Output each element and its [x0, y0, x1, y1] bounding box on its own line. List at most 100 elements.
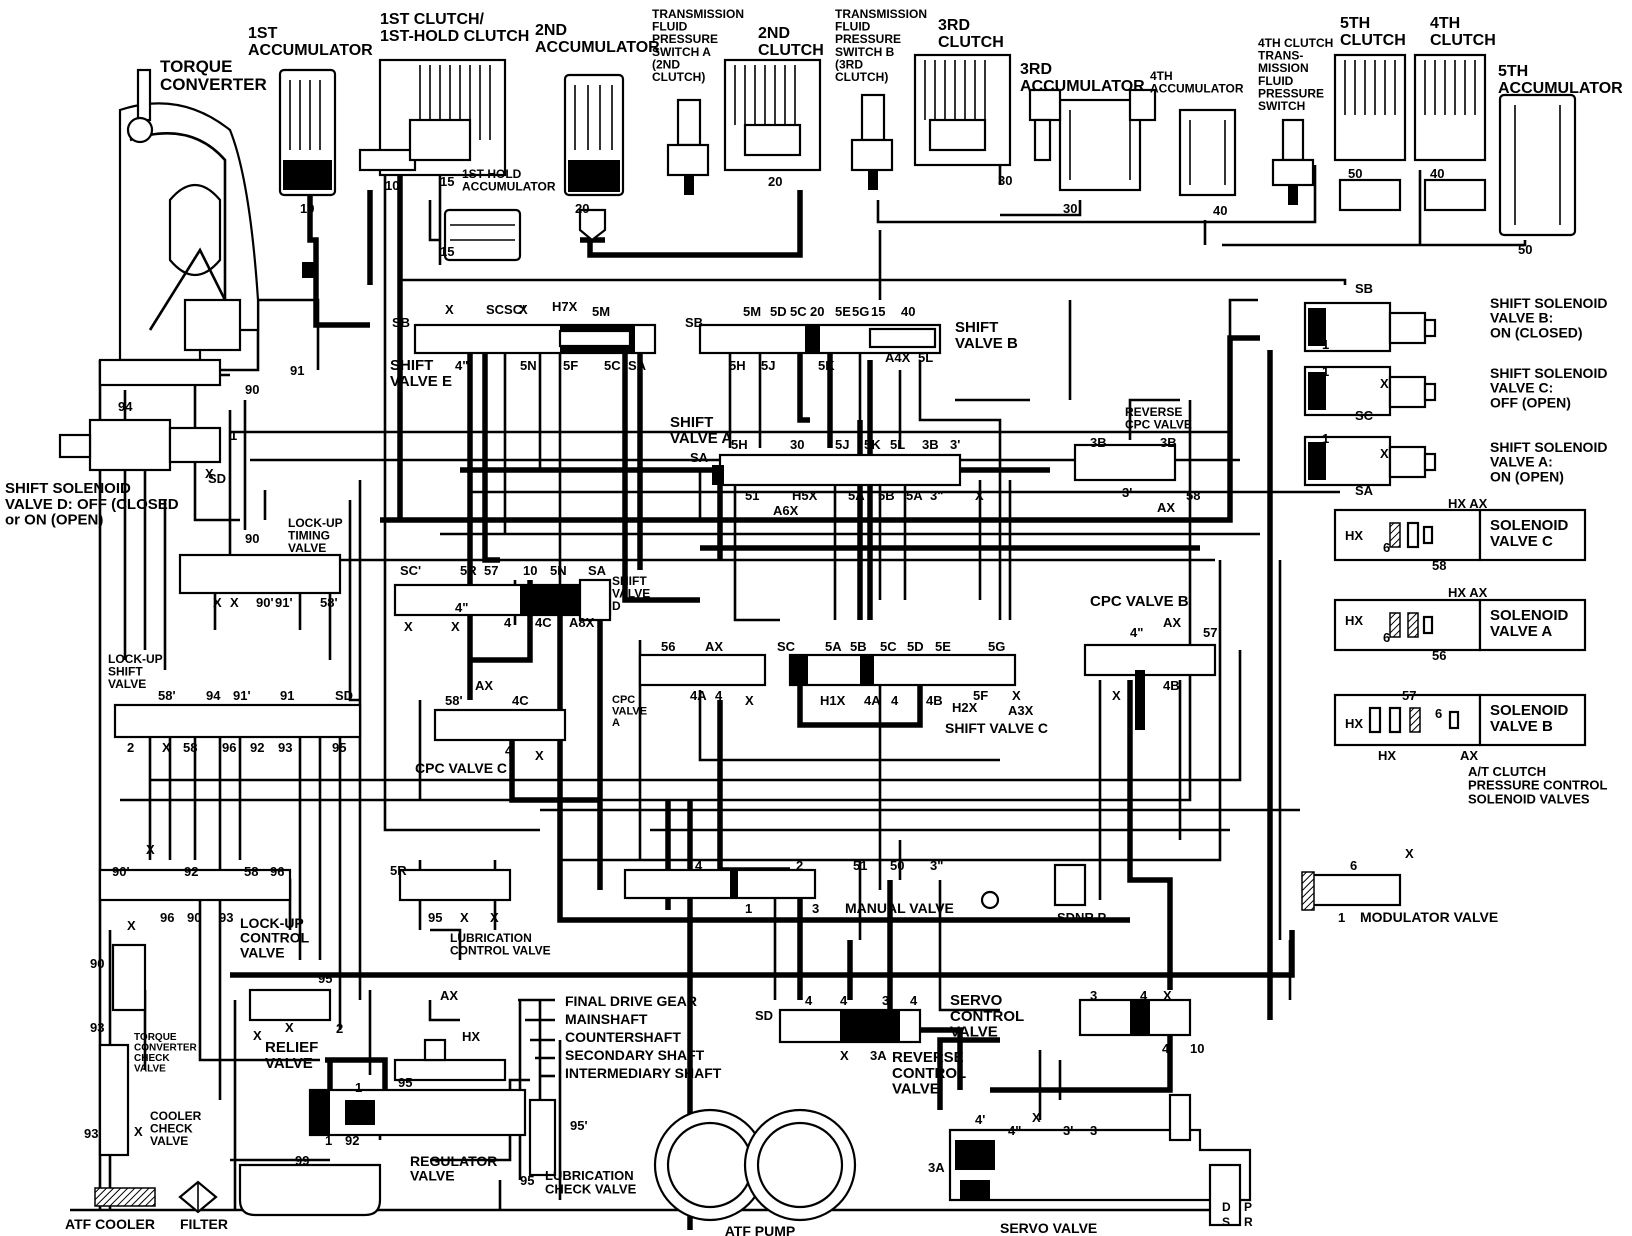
port-label: 1 [325, 1133, 332, 1148]
port-label: 3 [812, 901, 819, 916]
port-label: 3' [1122, 485, 1132, 500]
manual-valve-label: MANUAL VALVE [845, 900, 954, 916]
regulator-valve [308, 1038, 527, 1137]
port-label: AX [1460, 748, 1478, 763]
reverse-control-valve [778, 1008, 922, 1044]
port-label: 15 [440, 244, 454, 259]
port-label: 58' [158, 688, 176, 703]
port-label: 5C [604, 358, 621, 373]
shift-solenoid-d [58, 418, 222, 472]
port-label: 4' [975, 1112, 985, 1127]
port-label: X [460, 910, 469, 925]
port-label: 5L [890, 437, 905, 452]
port-label: 40 [1213, 203, 1227, 218]
port-label: 57 [484, 563, 498, 578]
port-label: AX [1163, 615, 1181, 630]
accumulator-5th [1498, 93, 1577, 237]
port-label: 3 [1090, 988, 1097, 1003]
port-label: 5J [761, 358, 775, 373]
port-label: 1 [1322, 431, 1329, 446]
port-label: 4 [910, 993, 918, 1008]
port-label: 92 [345, 1133, 359, 1148]
port-label: 1 [745, 901, 752, 916]
port-label: 95 [520, 1173, 534, 1188]
port-label: 2 [796, 858, 803, 873]
port-label: 4" [455, 358, 468, 373]
port-label: 1 [1338, 910, 1345, 925]
port-label: SB [1355, 281, 1373, 296]
port-label: SD [755, 1008, 773, 1023]
port-label: HX [1378, 748, 1396, 763]
port-label: 30 [998, 173, 1012, 188]
port-label: SA [588, 563, 607, 578]
port-label: 3" [930, 858, 943, 873]
port-label: 57 [1203, 625, 1217, 640]
port-label: AX [475, 678, 493, 693]
port-label: 5L [918, 350, 933, 365]
port-label: 5E [935, 639, 951, 654]
port-label: 90' [112, 864, 130, 879]
port-label: 5E [835, 304, 851, 319]
shift-valve-a [712, 453, 962, 487]
port-label: 20 [810, 304, 824, 319]
port-label: X [285, 1020, 294, 1035]
port-label: 5K [864, 437, 881, 452]
lockup-control-valve [98, 868, 292, 902]
port-label: 15 [440, 174, 454, 189]
pressure-switch-4th [1271, 118, 1315, 205]
cpc-valve-b-label: CPC VALVE B [1090, 593, 1189, 610]
port-label: 5G [852, 304, 869, 319]
lube-destination-label: MAINSHAFT [565, 1011, 648, 1027]
port-label: 6 [1435, 706, 1442, 721]
port-label: X [404, 619, 413, 634]
port-label: 5R [390, 863, 407, 878]
torque-converter-check-valve [111, 943, 147, 1012]
port-label: SB [392, 315, 410, 330]
clutch-1st [358, 58, 507, 177]
port-label: 90' [256, 595, 274, 610]
port-label: 3A [928, 1160, 945, 1175]
port-label: 5D [770, 304, 787, 319]
shift-solenoid-b [1303, 301, 1437, 353]
servo-control-valve [1078, 998, 1192, 1037]
clutch-1st-label: 1ST CLUTCH/1ST-HOLD CLUTCH [380, 11, 529, 45]
port-label: X [1012, 688, 1021, 703]
port-label: 4C [512, 693, 529, 708]
port-label: 3" [930, 488, 943, 503]
port-label: 20 [768, 174, 782, 189]
port-label: 40 [1430, 166, 1444, 181]
port-label: A4X [885, 350, 911, 365]
port-label: SB [685, 315, 703, 330]
port-label: SCSC' [486, 302, 525, 317]
servo-valve [948, 1093, 1252, 1227]
port-label: 58 [183, 740, 197, 755]
port-label: 5K [818, 358, 835, 373]
port-label: HX AX [1448, 496, 1488, 511]
port-label: X [519, 302, 528, 317]
port-label: X [1032, 1110, 1041, 1125]
port-label: X [127, 918, 136, 933]
port-label: 4B [926, 693, 943, 708]
pressure-switch-a [666, 98, 710, 195]
port-label: 5A [848, 488, 865, 503]
port-label: 1 [1322, 337, 1329, 352]
shift-solenoid-a [1303, 435, 1437, 487]
accumulator-1st [278, 68, 337, 278]
